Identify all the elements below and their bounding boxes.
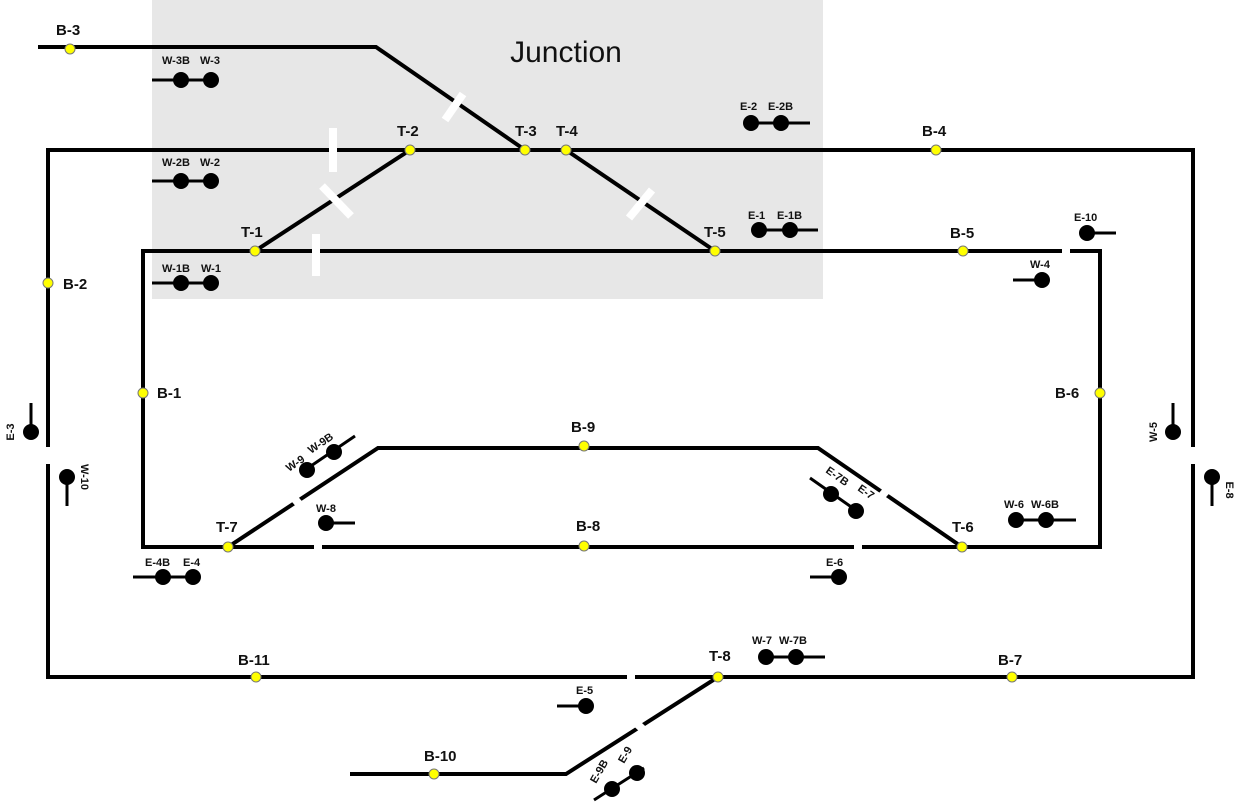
- svg-text:W-1B: W-1B: [162, 263, 190, 275]
- svg-text:W-5: W-5: [1148, 422, 1160, 442]
- signal-w4: W-4: [1013, 259, 1051, 288]
- svg-text:W-3B: W-3B: [162, 55, 190, 67]
- signal-e4: E-4B E-4: [133, 557, 201, 585]
- node-t2: [404, 144, 416, 156]
- label-t4: T-4: [556, 123, 578, 140]
- label-t5: T-5: [704, 224, 726, 241]
- node-b6: [1094, 387, 1106, 399]
- svg-text:E-4B: E-4B: [145, 557, 170, 569]
- signals: W-3B W-3 W-2B W-2 W-1B W-1 E-2 E-2B: [5, 55, 1235, 802]
- junction-title: Junction: [510, 36, 622, 69]
- label-b8: B-8: [576, 518, 600, 535]
- svg-text:E-2B: E-2B: [768, 101, 793, 113]
- label-b10: B-10: [424, 748, 457, 765]
- node-t7: [222, 541, 234, 553]
- signal-e3: E-3: [5, 403, 39, 441]
- label-b11: B-11: [238, 652, 270, 669]
- label-b4: B-4: [922, 123, 947, 140]
- label-t1: T-1: [241, 224, 263, 241]
- signal-w2: W-2B W-2: [152, 157, 220, 189]
- svg-text:W-8: W-8: [316, 503, 336, 515]
- signal-w8: W-8: [316, 503, 355, 531]
- svg-text:E-1B: E-1B: [777, 210, 802, 222]
- signal-e1: E-1 E-1B: [748, 210, 818, 238]
- svg-text:W-7: W-7: [752, 635, 772, 647]
- signal-e7: E-7B E-7: [809, 465, 876, 519]
- node-b2: [42, 277, 54, 289]
- signal-e10: E-10: [1074, 212, 1116, 241]
- node-b10: [428, 768, 440, 780]
- label-t8: T-8: [709, 648, 731, 665]
- signal-w1: W-1B W-1: [152, 263, 221, 291]
- track-b9-siding: [225, 446, 965, 550]
- svg-text:E-9: E-9: [616, 745, 635, 766]
- node-t3: [519, 144, 531, 156]
- svg-text:W-7B: W-7B: [779, 635, 807, 647]
- svg-text:W-6: W-6: [1004, 499, 1024, 511]
- label-t6: T-6: [952, 519, 974, 536]
- node-t5: [709, 245, 721, 257]
- label-b6: B-6: [1055, 385, 1079, 402]
- node-t1: [249, 245, 261, 257]
- node-b5: [957, 245, 969, 257]
- label-b5: B-5: [950, 225, 974, 242]
- svg-text:E-2: E-2: [740, 101, 757, 113]
- signal-w6: W-6 W-6B: [1004, 499, 1076, 528]
- node-t8: [712, 671, 724, 683]
- label-b7: B-7: [998, 652, 1022, 669]
- signal-e5: E-5: [557, 685, 594, 714]
- label-b3: B-3: [56, 22, 80, 39]
- svg-text:W-2: W-2: [200, 157, 220, 169]
- svg-text:W-2B: W-2B: [162, 157, 190, 169]
- svg-text:E-8: E-8: [1223, 481, 1235, 498]
- svg-text:E-6: E-6: [826, 557, 843, 569]
- svg-text:E-10: E-10: [1074, 212, 1097, 224]
- label-b1: B-1: [157, 385, 181, 402]
- label-b2: B-2: [63, 276, 87, 293]
- svg-text:E-5: E-5: [576, 685, 593, 697]
- node-t6: [956, 541, 968, 553]
- signal-e2: E-2 E-2B: [740, 101, 810, 131]
- track-b10-branch: [350, 674, 721, 776]
- track-nodes: [42, 43, 1106, 780]
- svg-text:W-10: W-10: [78, 464, 90, 490]
- label-t2: T-2: [397, 123, 419, 140]
- svg-text:W-1: W-1: [201, 263, 221, 275]
- label-t7: T-7: [216, 519, 238, 536]
- signal-w7: W-7 W-7B: [752, 635, 825, 665]
- track-labels: B-3 B-4 B-5 B-2 B-1 B-6 B-9 B-8 B-11 B-7…: [56, 22, 1079, 765]
- node-b4: [930, 144, 942, 156]
- svg-text:E-1: E-1: [748, 210, 765, 222]
- label-t3: T-3: [515, 123, 537, 140]
- svg-text:E-4: E-4: [183, 557, 201, 569]
- node-b8: [578, 540, 590, 552]
- svg-text:E-9B: E-9B: [588, 758, 611, 786]
- signal-w5: W-5: [1148, 403, 1181, 442]
- svg-text:W-4: W-4: [1030, 259, 1051, 271]
- svg-text:W-3: W-3: [200, 55, 220, 67]
- node-b7: [1006, 671, 1018, 683]
- svg-text:E-3: E-3: [5, 423, 17, 440]
- svg-text:W-6B: W-6B: [1031, 499, 1059, 511]
- node-t4: [560, 144, 572, 156]
- signal-w3: W-3B W-3: [152, 55, 220, 88]
- node-b1: [137, 387, 149, 399]
- track-b3-spur: [38, 45, 528, 153]
- label-b9: B-9: [571, 419, 595, 436]
- signal-e6: E-6: [810, 557, 847, 585]
- track-gaps: [44, 91, 1197, 739]
- node-b9: [578, 440, 590, 452]
- node-b11: [250, 671, 262, 683]
- signal-e8: E-8: [1204, 469, 1235, 506]
- node-b3: [64, 43, 76, 55]
- signal-w10: W-10: [59, 464, 90, 506]
